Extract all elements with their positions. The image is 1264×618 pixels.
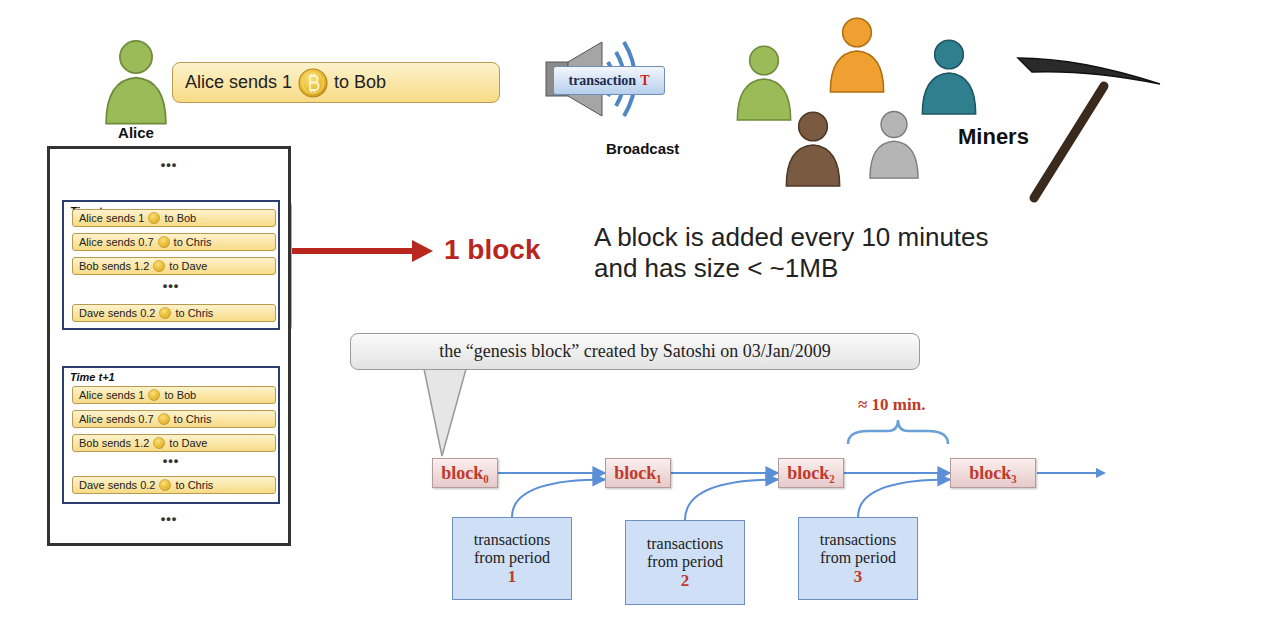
period-box: transactions from period2 xyxy=(625,520,745,605)
block-label: block₃ xyxy=(969,463,1016,484)
pickaxe-icon xyxy=(1018,58,1160,198)
transaction-row: Alice sends 1 to Bob xyxy=(72,386,276,404)
period-text: 1 xyxy=(508,567,517,587)
ledger-panel: ••••••Time t•••Alice sends 1to BobAlice … xyxy=(47,146,291,546)
row-text: Alice sends 0.7 xyxy=(79,236,154,248)
bubble-text: to Bob xyxy=(334,72,386,93)
coin-icon xyxy=(298,68,328,98)
link-arrow xyxy=(512,480,605,517)
row-text: to Chris xyxy=(174,413,212,425)
person-icon xyxy=(922,40,975,114)
link-arrow xyxy=(498,472,605,474)
row-text: to Chris xyxy=(175,479,213,491)
period-title: Time t+1 xyxy=(70,371,115,383)
block-label: block₀ xyxy=(441,463,488,484)
highlight-outline xyxy=(50,192,290,340)
transaction-row: Alice sends 1 to Bob xyxy=(72,209,276,227)
coin-icon xyxy=(153,260,165,272)
transaction-row: Alice sends 0.7 to Chris xyxy=(72,410,276,428)
link-arrow xyxy=(858,480,950,517)
chain-arrow xyxy=(1037,468,1106,478)
group-label: Miners xyxy=(958,124,1048,150)
block-label: block₂ xyxy=(787,463,834,484)
row-text: Bob sends 1.2 xyxy=(79,260,149,272)
coin-icon xyxy=(153,437,165,449)
row-text: to Chris xyxy=(174,236,212,248)
period-title: ••• xyxy=(64,278,278,293)
row-text: to Chris xyxy=(175,307,213,319)
transaction-row: Bob sends 1.2 to Dave xyxy=(72,434,276,452)
period-text: 3 xyxy=(854,567,863,587)
person-icon xyxy=(830,18,883,92)
row-text: to Dave xyxy=(169,260,207,272)
block-box: block₃ xyxy=(950,458,1036,488)
period-box: Time t•••Alice sends 1to BobAlice sends … xyxy=(62,200,280,330)
period-text: transactions from period xyxy=(630,535,740,571)
person-icon xyxy=(870,112,918,179)
row-text: to Dave xyxy=(169,437,207,449)
period-box: transactions from period1 xyxy=(452,517,572,600)
coin-icon xyxy=(148,212,160,224)
row-text: Dave sends 0.2 xyxy=(79,479,155,491)
transaction-row: Dave sends 0.2 to Chris xyxy=(72,304,276,322)
period-box: Time t+1•••Alice sends 1to BobAlice send… xyxy=(62,366,280,504)
row-text: Alice sends 1 xyxy=(79,212,144,224)
interval-label: ≈ 10 min. xyxy=(858,395,948,415)
brace xyxy=(848,420,948,444)
row-text: Dave sends 0.2 xyxy=(79,307,155,319)
row-text: Alice sends 0.7 xyxy=(79,413,154,425)
callout-pointer xyxy=(424,369,466,456)
period-text: transactions from period xyxy=(803,531,913,567)
callout-text: the “genesis block” created by Satoshi o… xyxy=(439,341,830,362)
message-text: T xyxy=(640,73,649,89)
coin-icon xyxy=(158,413,170,425)
transaction-row: Dave sends 0.2 to Chris xyxy=(72,476,276,494)
note-text: A block is added every 10 minutes and ha… xyxy=(594,222,994,284)
person-icon xyxy=(786,112,839,186)
person-name: Alice xyxy=(106,124,166,141)
row-text: to Bob xyxy=(164,389,196,401)
coin-icon xyxy=(159,307,171,319)
transaction-row: Alice sends 0.7 to Chris xyxy=(72,233,276,251)
block-box: block₀ xyxy=(432,458,498,488)
transaction-row: Bob sends 1.2 to Dave xyxy=(72,257,276,275)
block-box: block₁ xyxy=(605,458,671,488)
coin-icon xyxy=(159,479,171,491)
coin-icon xyxy=(158,236,170,248)
row-text: Alice sends 1 xyxy=(79,389,144,401)
block-callout: 1 block xyxy=(444,234,564,266)
period-text: 2 xyxy=(681,571,690,591)
message-box: transactionT xyxy=(553,66,665,95)
person-icon xyxy=(106,41,166,124)
row-text: to Bob xyxy=(164,212,196,224)
block-label: block₁ xyxy=(614,463,661,484)
link-arrow xyxy=(844,472,950,474)
person-icon xyxy=(737,46,790,120)
caption-label: Broadcast xyxy=(606,140,696,157)
link-arrow xyxy=(671,472,778,474)
coin-icon xyxy=(148,389,160,401)
callout-box: the “genesis block” created by Satoshi o… xyxy=(350,333,920,370)
message-text: transaction xyxy=(568,73,636,89)
speech-bubble: Alice sends 1 to Bob xyxy=(172,62,500,103)
ellipsis: ••• xyxy=(50,511,288,526)
ellipsis: ••• xyxy=(50,157,288,172)
period-text: transactions from period xyxy=(457,531,567,567)
period-title: ••• xyxy=(64,453,278,468)
period-box: transactions from period3 xyxy=(798,517,918,600)
bubble-text: Alice sends 1 xyxy=(185,72,292,93)
block-box: block₂ xyxy=(778,458,844,488)
red-arrow xyxy=(292,240,433,262)
row-text: Bob sends 1.2 xyxy=(79,437,149,449)
link-arrow xyxy=(685,480,778,520)
